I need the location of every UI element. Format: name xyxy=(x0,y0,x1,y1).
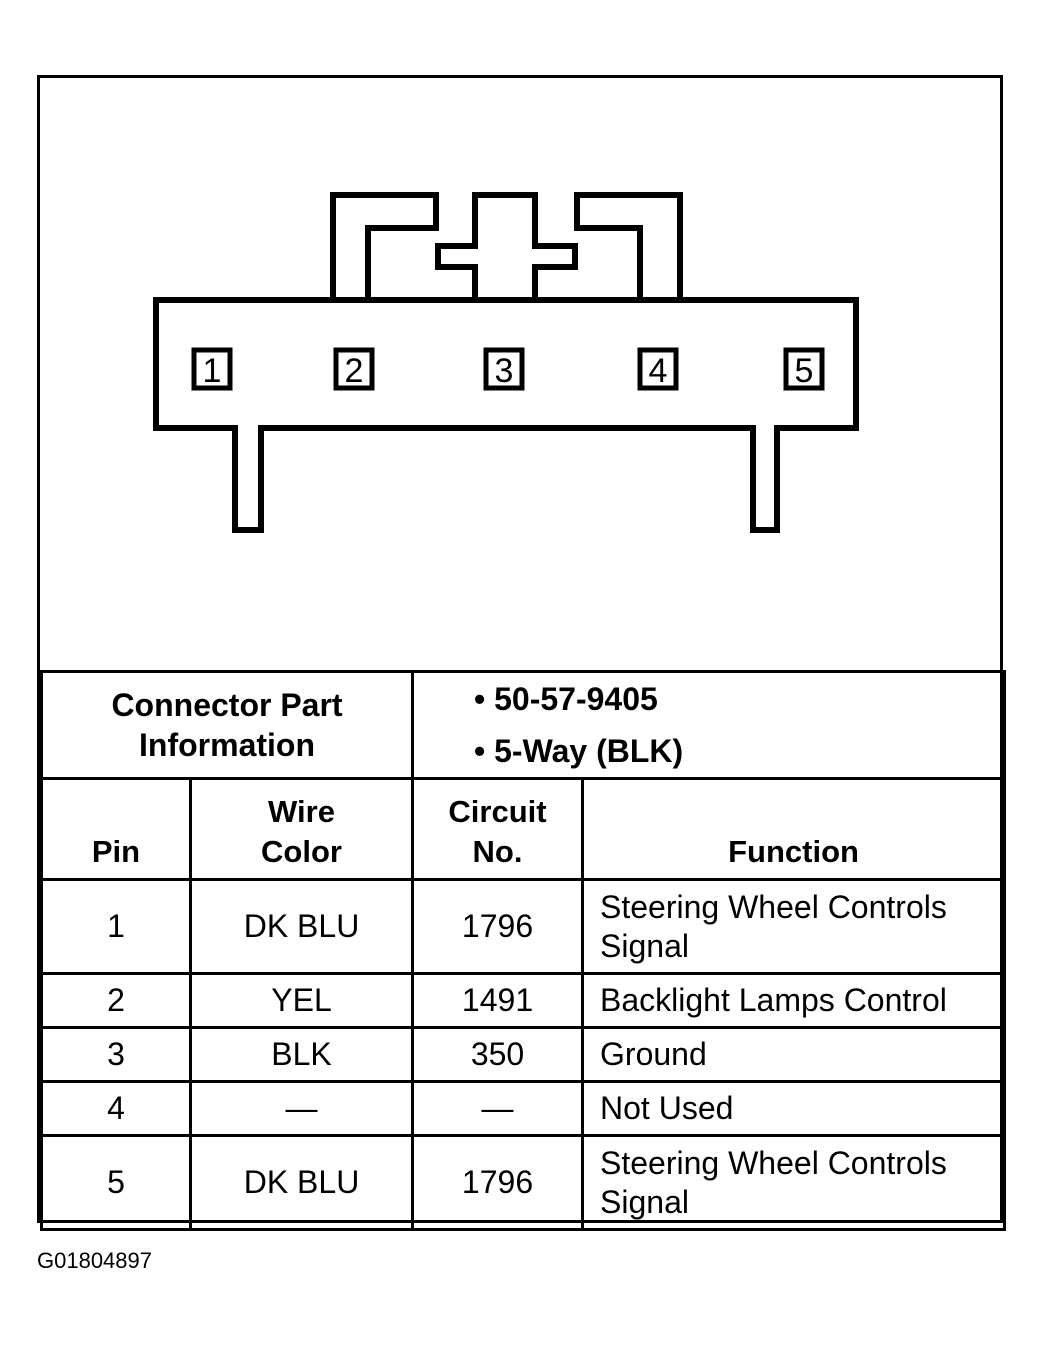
pin-label-2: 2 xyxy=(345,352,364,390)
wire-cell: DK BLU xyxy=(188,1134,415,1231)
wire-cell: BLK xyxy=(188,1026,415,1083)
circuit-cell: 1491 xyxy=(411,972,585,1029)
circuit-cell: — xyxy=(411,1080,585,1137)
circuit-cell: 1796 xyxy=(411,878,585,975)
table-row: 3 BLK 350 Ground xyxy=(40,1026,1007,1083)
pin-header: Pin xyxy=(40,777,192,881)
wire-color-header: Wire Color xyxy=(188,777,415,881)
function-cell: Backlight Lamps Control xyxy=(581,972,1007,1029)
connector-diagram: 1 2 3 4 5 xyxy=(153,192,859,533)
diagram-frame: 1 2 3 4 5 xyxy=(37,75,1007,1231)
center-key xyxy=(435,192,578,300)
column-header-row: Pin Wire Color Circuit No. Function xyxy=(40,777,1007,881)
connector-body xyxy=(153,297,859,533)
pin-cell: 2 xyxy=(40,972,192,1029)
function-cell: Steering Wheel Controls Signal xyxy=(581,878,1007,975)
pin-1: 1 xyxy=(191,347,233,391)
function-header: Function xyxy=(581,777,1007,881)
pin-3: 3 xyxy=(483,347,525,391)
part-info-list: 50-57-9405 5-Way (BLK) xyxy=(411,670,1007,780)
part-number: 50-57-9405 xyxy=(474,673,1003,725)
connector-type: 5-Way (BLK) xyxy=(474,725,1003,777)
pin-cell: 4 xyxy=(40,1080,192,1137)
pin-4: 4 xyxy=(637,347,679,391)
pin-label-1: 1 xyxy=(203,352,222,390)
function-cell: Not Used xyxy=(581,1080,1007,1137)
part-info-row: Connector Part Information 50-57-9405 5-… xyxy=(39,670,1007,780)
pin-2: 2 xyxy=(333,347,375,391)
circuit-cell: 1796 xyxy=(411,1134,585,1231)
table-row: 5 DK BLU 1796 Steering Wheel Controls Si… xyxy=(40,1134,1007,1231)
pin-cell: 3 xyxy=(40,1026,192,1083)
wire-cell: DK BLU xyxy=(188,878,415,975)
right-latch xyxy=(574,192,683,300)
pin-5: 5 xyxy=(783,347,825,391)
wire-cell: YEL xyxy=(188,972,415,1029)
circuit-header: Circuit No. xyxy=(411,777,585,881)
table-row: 4 — — Not Used xyxy=(40,1080,1007,1137)
pin-cell: 5 xyxy=(40,1134,192,1231)
pin-cell: 1 xyxy=(40,878,192,975)
function-cell: Steering Wheel Controls Signal xyxy=(581,1134,1007,1231)
connector-table: Connector Part Information 50-57-9405 5-… xyxy=(39,670,1007,1231)
pin-labels: 1 2 3 4 5 xyxy=(191,347,825,391)
pin-label-5: 5 xyxy=(795,352,814,390)
left-latch xyxy=(330,192,439,300)
figure-id: G01804897 xyxy=(37,1248,152,1273)
pin-label-3: 3 xyxy=(495,352,514,390)
function-cell: Ground xyxy=(581,1026,1007,1083)
pin-label-4: 4 xyxy=(649,352,668,390)
circuit-cell: 350 xyxy=(411,1026,585,1083)
table-row: 2 YEL 1491 Backlight Lamps Control xyxy=(40,972,1007,1029)
table-row: 1 DK BLU 1796 Steering Wheel Controls Si… xyxy=(40,878,1007,975)
wire-cell: — xyxy=(188,1080,415,1137)
part-info-label: Connector Part Information xyxy=(39,670,415,780)
